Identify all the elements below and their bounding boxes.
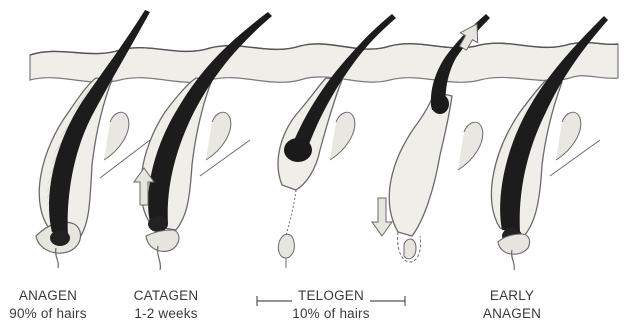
stage-detail: 1-2 weeks (118, 305, 214, 323)
stage-detail: 10% of hairs (283, 305, 379, 323)
stage-name: ANAGEN (0, 287, 96, 305)
stage-name: EARLY (464, 287, 560, 305)
stage-label-anagen: ANAGEN 90% of hairs (0, 287, 96, 323)
stage-label-catagen: CATAGEN 1-2 weeks (118, 287, 214, 323)
stage-detail: 90% of hairs (0, 305, 96, 323)
stage-label-telogen: TELOGEN 10% of hairs (283, 287, 379, 323)
stage-name: TELOGEN (283, 287, 379, 305)
stage-detail: ANAGEN (464, 305, 560, 323)
stage-name: CATAGEN (118, 287, 214, 305)
stage-label-early-anagen: EARLY ANAGEN (464, 287, 560, 323)
